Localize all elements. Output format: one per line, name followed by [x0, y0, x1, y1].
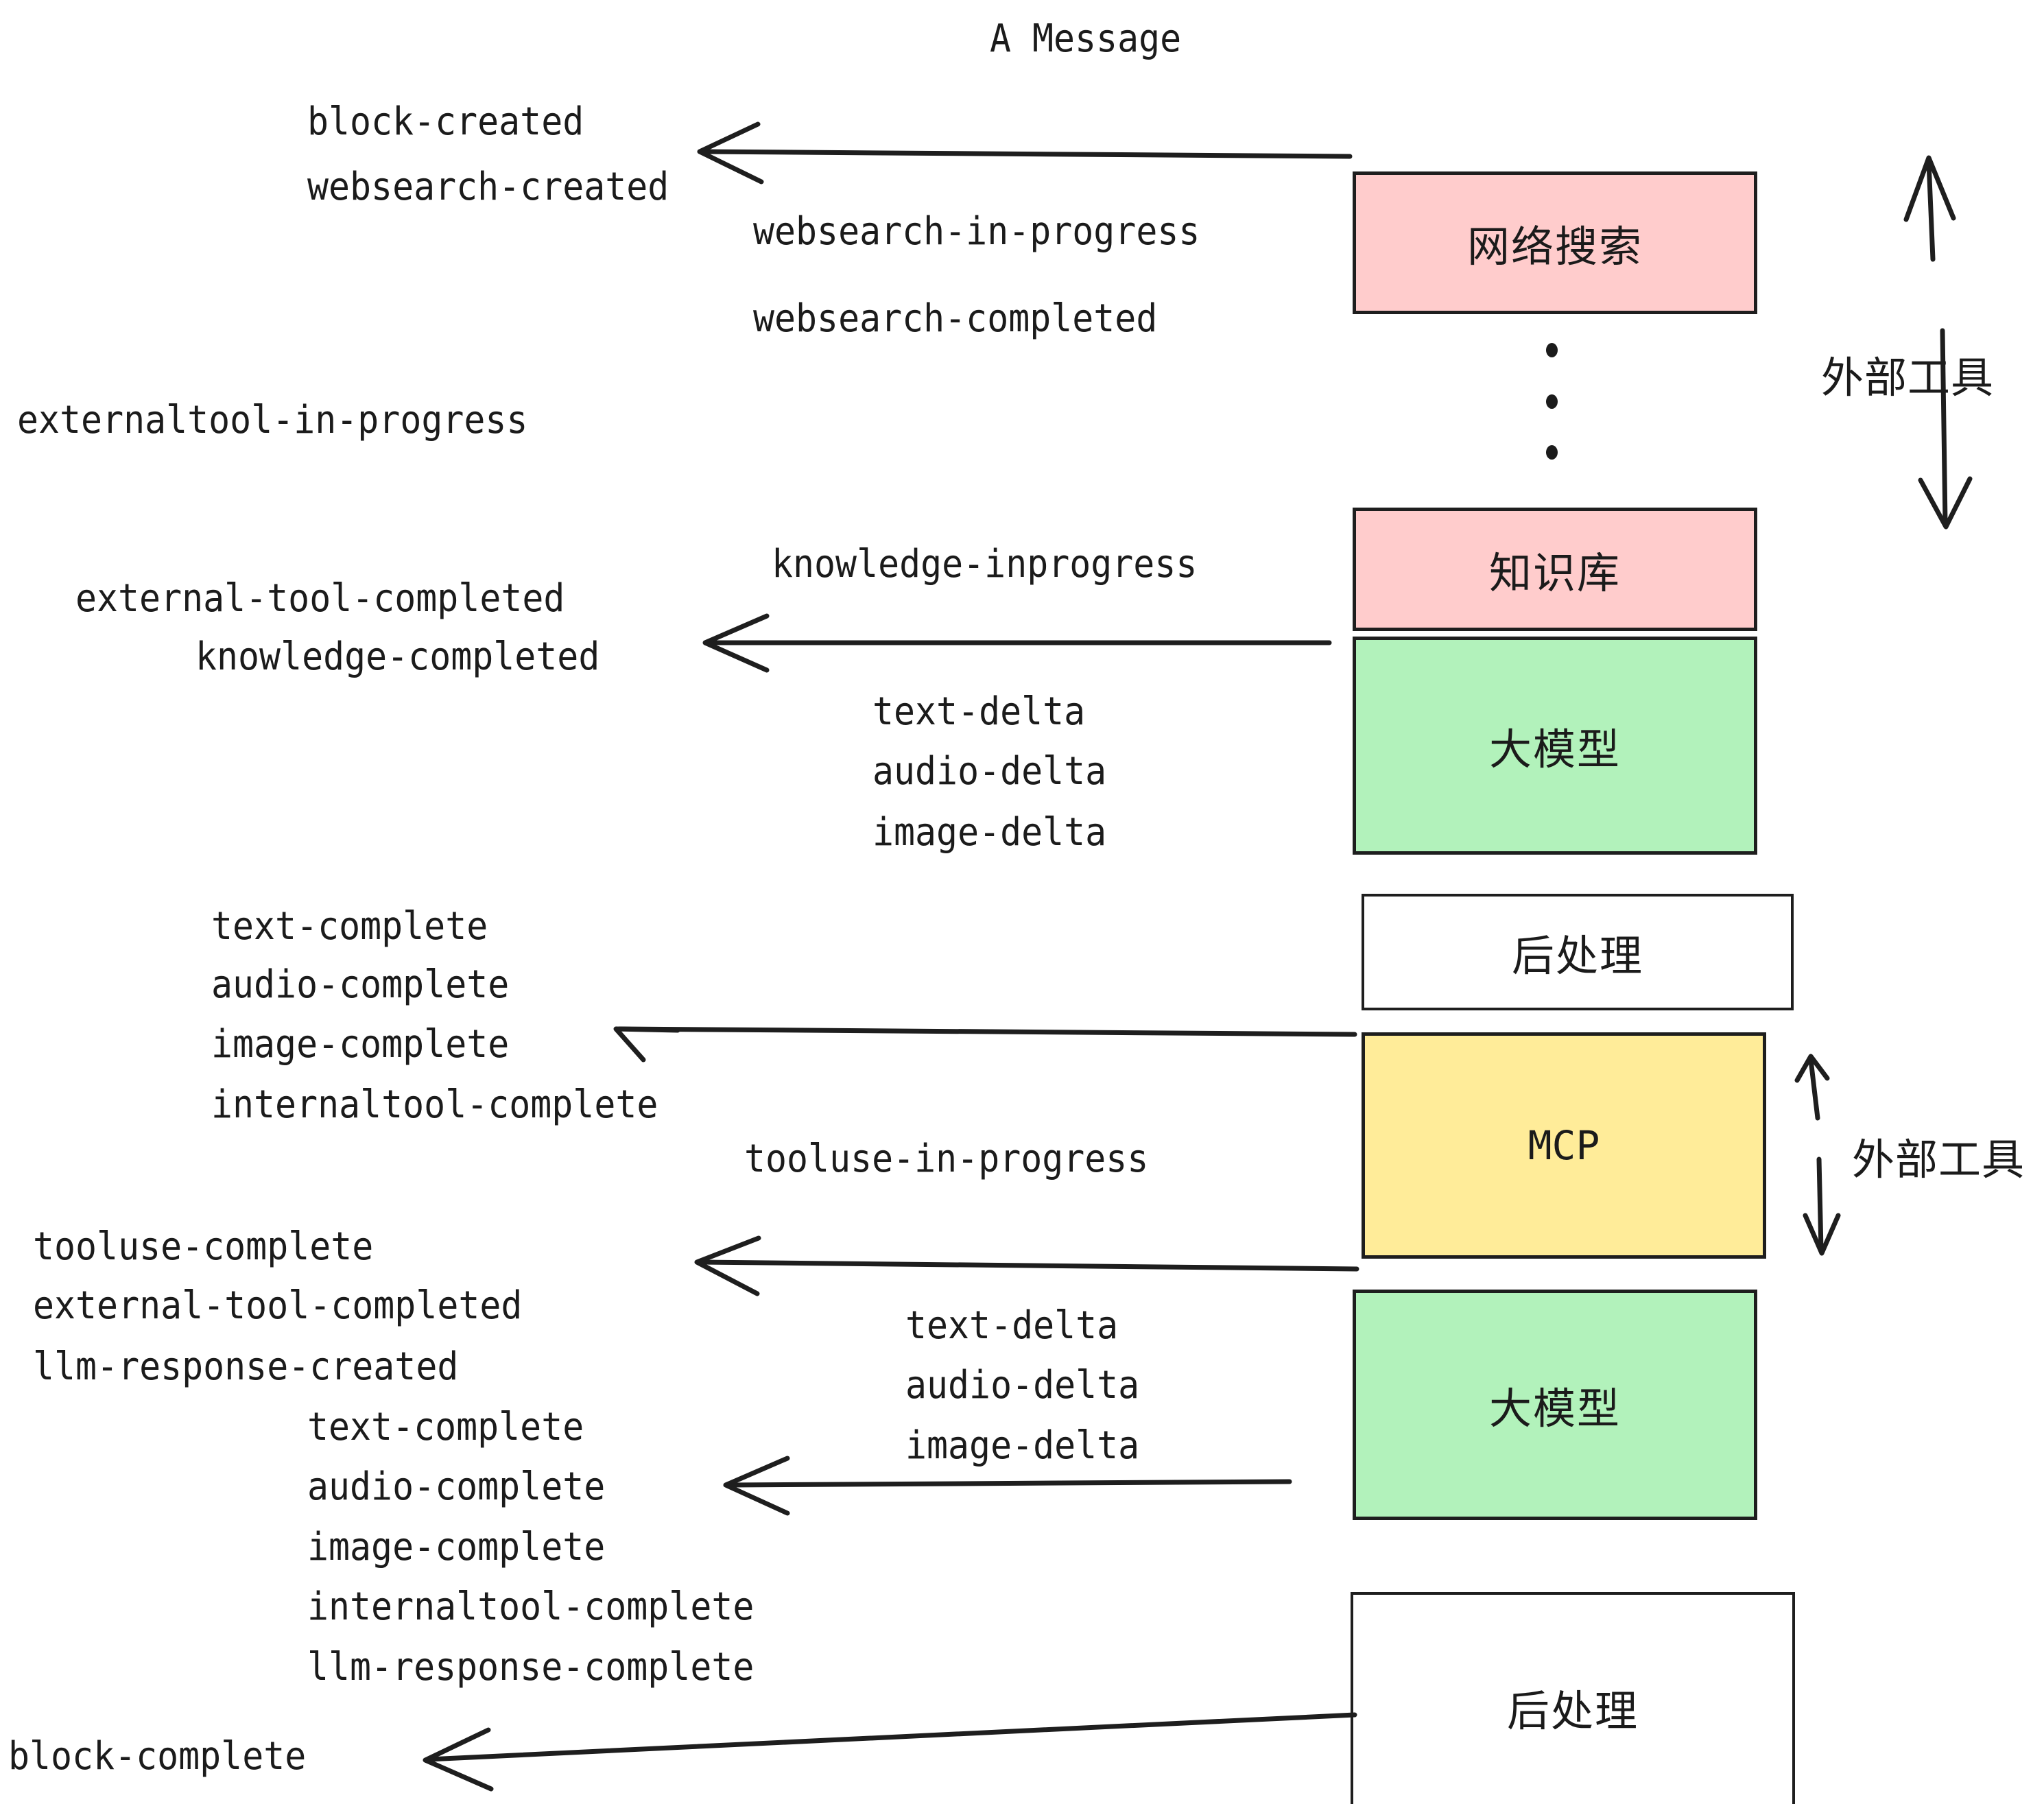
event-external-tool-completed-2: external-tool-completed: [33, 1283, 523, 1328]
event-text-delta-2: text-delta: [905, 1303, 1119, 1348]
event-externaltool-in-progress: externaltool-in-progress: [17, 398, 528, 442]
event-block-complete: block-complete: [8, 1734, 307, 1779]
event-text-complete-2: text-complete: [307, 1405, 584, 1449]
event-audio-delta-1: audio-delta: [872, 749, 1107, 794]
event-external-tool-completed-1: external-tool-completed: [75, 576, 565, 621]
event-image-complete-1: image-complete: [211, 1022, 510, 1067]
event-llm-response-created: llm-response-created: [33, 1344, 459, 1389]
event-block-created: block-created: [307, 99, 584, 144]
page-title: A Message: [990, 16, 1182, 61]
event-image-delta-2: image-delta: [905, 1423, 1140, 1468]
arrow-external-tools-bottom-up: [1794, 1054, 1830, 1121]
event-websearch-completed: websearch-completed: [753, 296, 1158, 341]
event-websearch-created: websearch-created: [307, 165, 669, 209]
event-internaltool-complete-1: internaltool-complete: [211, 1082, 658, 1127]
group-label-external-tools-bottom: 外部工具: [1852, 1135, 2025, 1185]
event-websearch-in-progress: websearch-in-progress: [753, 209, 1200, 254]
event-tooluse-in-progress: tooluse-in-progress: [744, 1137, 1149, 1181]
arrow-postprocess2-to-block-complete: [423, 1712, 1357, 1792]
event-audio-complete-1: audio-complete: [211, 962, 510, 1007]
vertical-ellipsis-icon: [1545, 343, 1558, 460]
arrow-mcp-to-tooluse-complete: [694, 1235, 1359, 1296]
arrow-websearch-to-block-created: [697, 121, 1353, 185]
arrow-knowledge-to-knowledge-completed: [702, 613, 1332, 673]
event-audio-delta-2: audio-delta: [905, 1363, 1140, 1408]
node-knowledge[interactable]: 知识库: [1353, 508, 1757, 631]
arrow-postprocess-to-image-complete: [613, 1026, 1357, 1063]
node-mcp-label: MCP: [1528, 1122, 1600, 1169]
event-llm-response-complete: llm-response-complete: [307, 1645, 754, 1689]
node-llm-1[interactable]: 大模型: [1353, 637, 1757, 855]
group-label-external-tools-top: 外部工具: [1821, 353, 1995, 403]
node-websearch-label: 网络搜索: [1466, 222, 1643, 272]
event-knowledge-completed: knowledge-completed: [195, 634, 600, 679]
arrow-external-tools-top-up: [1903, 155, 1956, 262]
node-llm-1-label: 大模型: [1488, 724, 1621, 774]
node-postprocess-1-label: 后处理: [1511, 931, 1643, 981]
node-llm-2[interactable]: 大模型: [1353, 1290, 1757, 1520]
event-knowledge-inprogress: knowledge-inprogress: [772, 542, 1198, 586]
event-text-complete-1: text-complete: [211, 904, 488, 949]
event-internaltool-complete-2: internaltool-complete: [307, 1585, 754, 1629]
node-knowledge-label: 知识库: [1488, 548, 1621, 598]
event-tooluse-complete: tooluse-complete: [33, 1224, 374, 1269]
event-image-delta-1: image-delta: [872, 810, 1107, 855]
event-text-delta-1: text-delta: [872, 689, 1086, 734]
node-postprocess-2-label: 后处理: [1506, 1686, 1639, 1736]
node-llm-2-label: 大模型: [1488, 1384, 1621, 1434]
event-image-complete-2: image-complete: [307, 1525, 606, 1569]
event-audio-complete-2: audio-complete: [307, 1464, 606, 1509]
node-websearch[interactable]: 网络搜索: [1353, 171, 1757, 314]
node-postprocess-2[interactable]: 后处理: [1351, 1592, 1795, 1804]
node-mcp[interactable]: MCP: [1362, 1032, 1766, 1259]
arrow-external-tools-bottom-down: [1803, 1156, 1841, 1256]
node-postprocess-1[interactable]: 后处理: [1362, 894, 1794, 1010]
